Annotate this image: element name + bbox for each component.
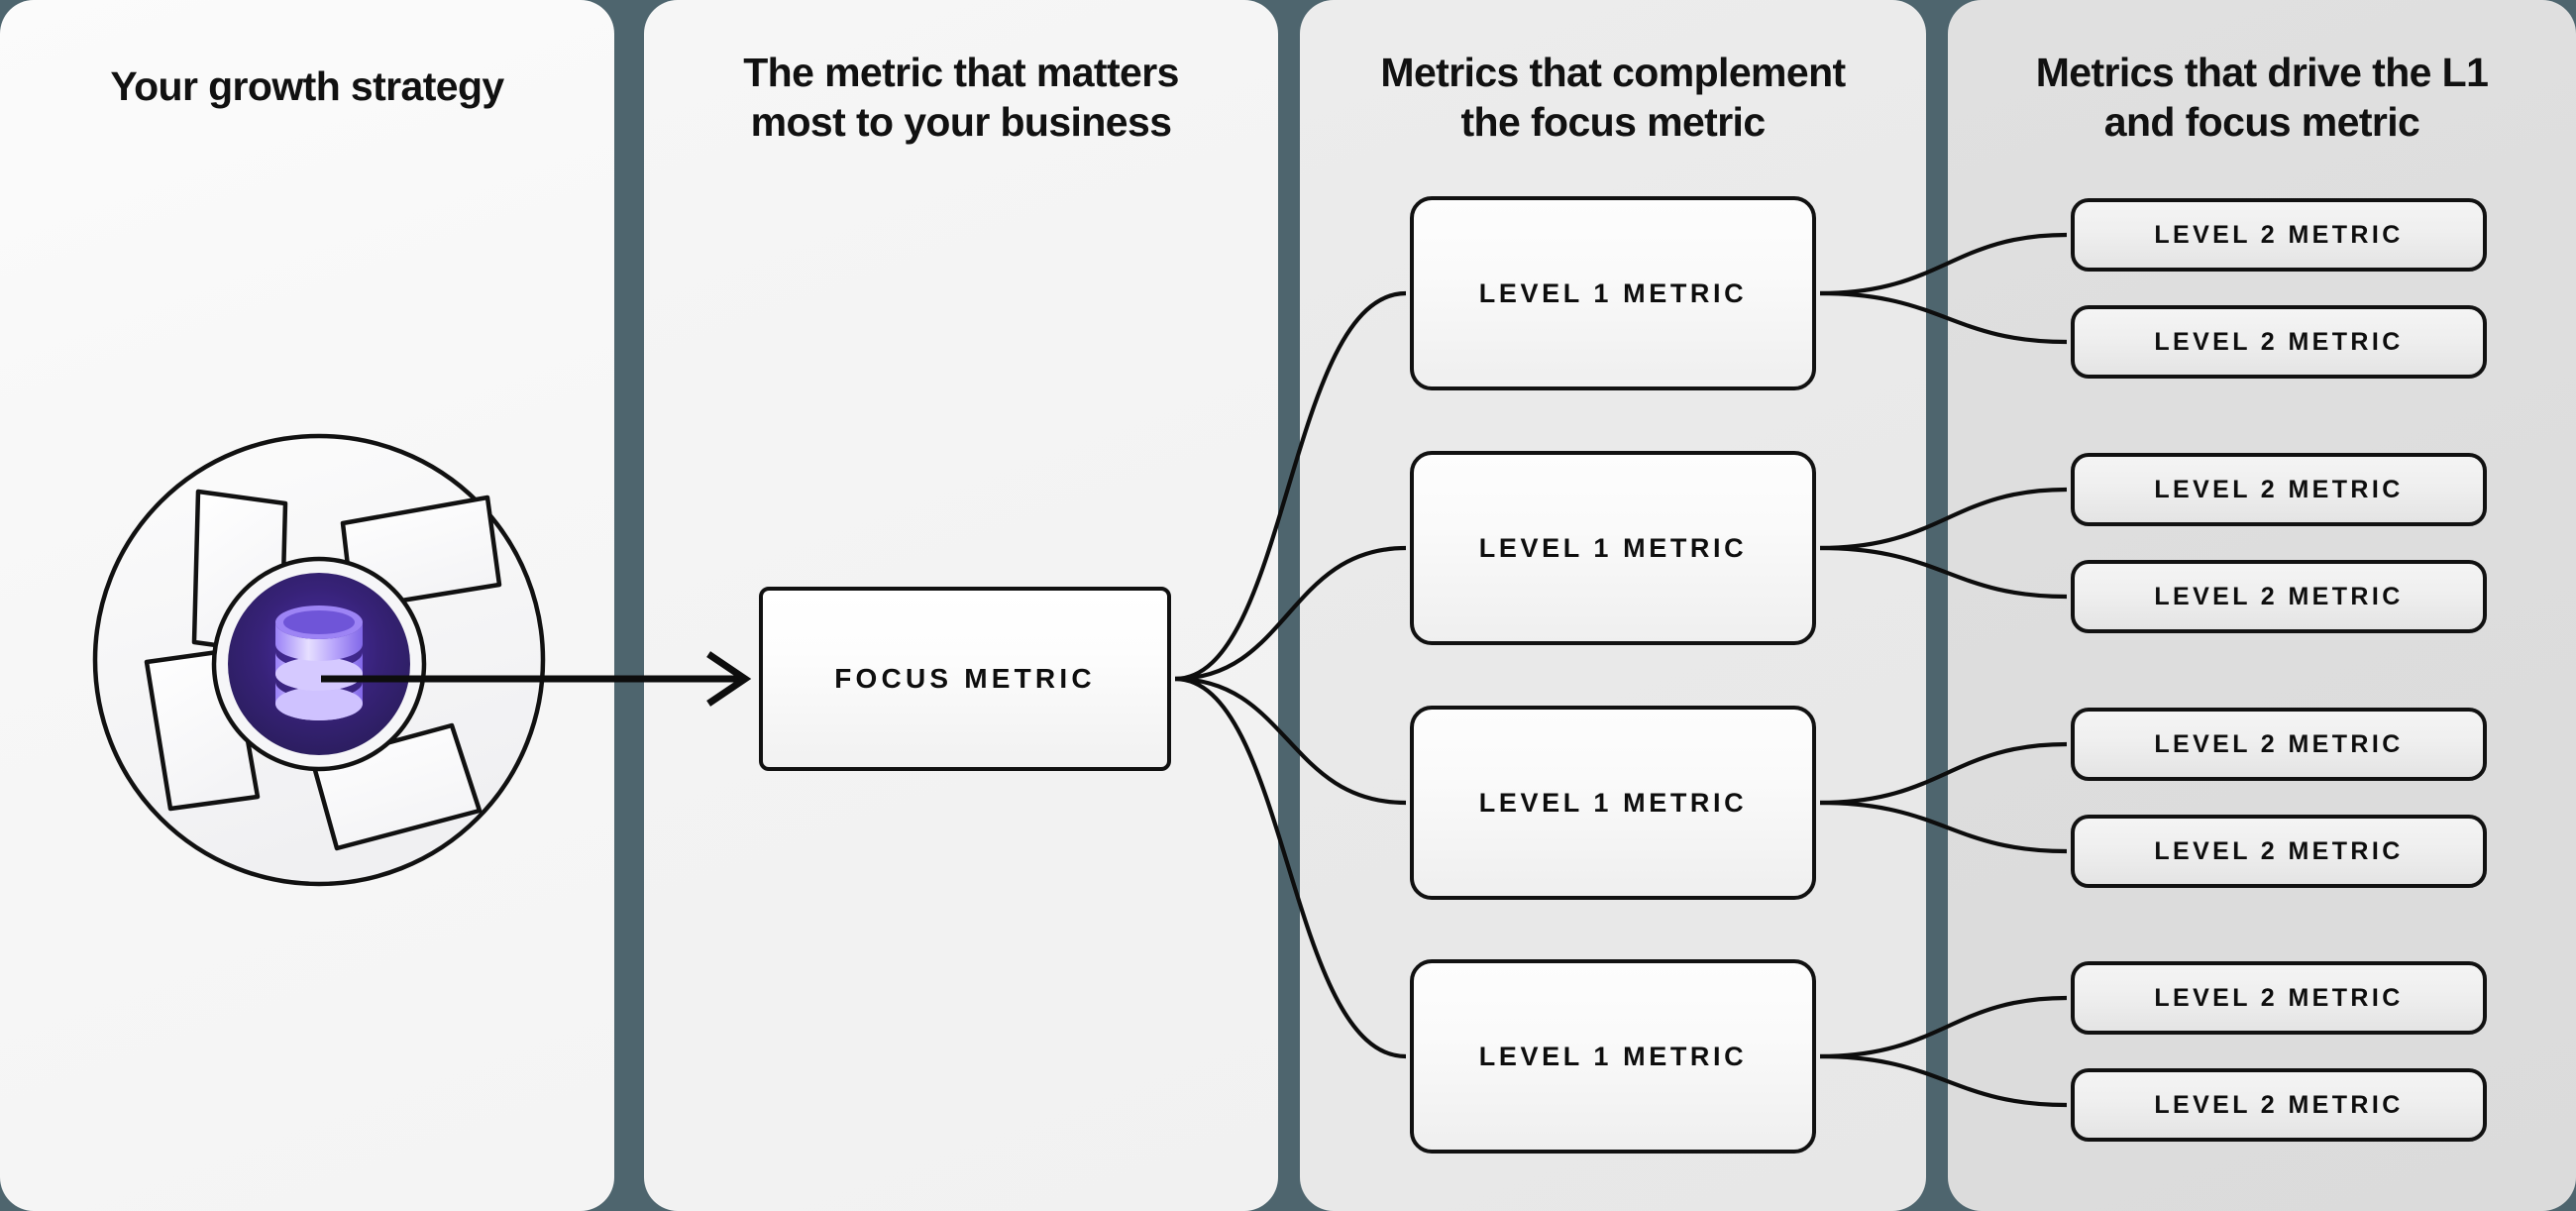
level-1-metric-label: LEVEL 1 METRIC <box>1478 1041 1748 1071</box>
database-stack-icon <box>275 606 363 720</box>
column-title-growth-strategy: Your growth strategy <box>110 63 504 109</box>
level-1-metric-label: LEVEL 1 METRIC <box>1478 787 1748 818</box>
level-1-metric-label: LEVEL 1 METRIC <box>1478 277 1748 308</box>
level-1-metric-node-4[interactable]: LEVEL 1 METRIC <box>1410 959 1816 1154</box>
column-title-level-1-metrics: Metrics that complement the focus metric <box>1380 50 1846 146</box>
growth-strategy-aperture-icon <box>92 433 546 887</box>
level-2-metric-node-4-1[interactable]: LEVEL 2 METRIC <box>2071 961 2487 1035</box>
level-2-metric-node-2-1[interactable]: LEVEL 2 METRIC <box>2071 453 2487 526</box>
level-2-metric-node-3-2[interactable]: LEVEL 2 METRIC <box>2071 815 2487 888</box>
level-2-metric-label: LEVEL 2 METRIC <box>2154 836 2404 865</box>
level-2-metric-node-1-2[interactable]: LEVEL 2 METRIC <box>2071 305 2487 379</box>
level-2-metric-label: LEVEL 2 METRIC <box>2154 729 2404 758</box>
focus-metric-label: FOCUS METRIC <box>834 663 1096 694</box>
level-2-metric-node-2-2[interactable]: LEVEL 2 METRIC <box>2071 560 2487 633</box>
level-2-metric-label: LEVEL 2 METRIC <box>2154 475 2404 503</box>
level-2-metric-label: LEVEL 2 METRIC <box>2154 327 2404 356</box>
column-title-level-2-metrics: Metrics that drive the L1 and focus metr… <box>2035 50 2489 146</box>
level-1-metric-node-2[interactable]: LEVEL 1 METRIC <box>1410 451 1816 645</box>
level-2-metric-node-3-1[interactable]: LEVEL 2 METRIC <box>2071 708 2487 781</box>
level-1-metric-label: LEVEL 1 METRIC <box>1478 532 1748 563</box>
level-2-metric-label: LEVEL 2 METRIC <box>2154 220 2404 249</box>
column-title-focus-metric: The metric that matters most to your bus… <box>743 50 1179 146</box>
level-2-metric-node-4-2[interactable]: LEVEL 2 METRIC <box>2071 1068 2487 1142</box>
level-2-metric-label: LEVEL 2 METRIC <box>2154 582 2404 610</box>
level-1-metric-node-1[interactable]: LEVEL 1 METRIC <box>1410 196 1816 390</box>
level-2-metric-label: LEVEL 2 METRIC <box>2154 983 2404 1012</box>
level-2-metric-node-1-1[interactable]: LEVEL 2 METRIC <box>2071 198 2487 272</box>
level-2-metric-label: LEVEL 2 METRIC <box>2154 1090 2404 1119</box>
focus-metric-node[interactable]: FOCUS METRIC <box>759 587 1171 771</box>
level-1-metric-node-3[interactable]: LEVEL 1 METRIC <box>1410 706 1816 900</box>
